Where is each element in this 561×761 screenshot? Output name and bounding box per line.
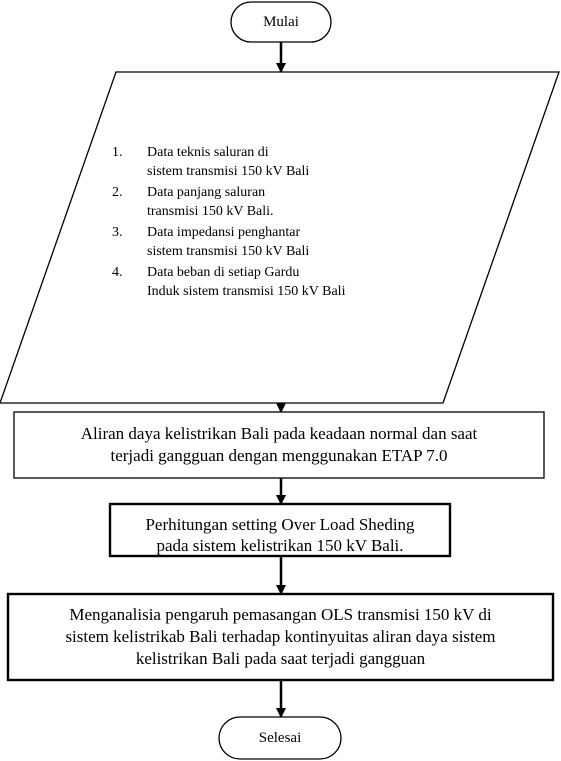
input-item-3: 3. Data impedansi penghantar sistem tran… (112, 224, 412, 261)
input-item-text: Data panjang saluran (147, 185, 266, 200)
process-analysis-label: Menganalisia pengaruh pemasangan OLS tra… (8, 604, 553, 670)
input-item-number: 3. (112, 225, 123, 240)
input-item-number: 2. (112, 185, 123, 200)
process-text-line: terjadi gangguan dengan menggunakan ETAP… (110, 446, 448, 465)
input-item-1: 1. Data teknis saluran di sistem transmi… (112, 144, 412, 181)
input-item-4: 4. Data beban di setiap Gardu Induk sist… (112, 264, 412, 301)
input-item-text: Data beban di setiap Gardu (147, 265, 300, 280)
input-item-text: Data teknis saluran di (147, 145, 269, 160)
input-item-text: Induk sistem transmisi 150 kV Bali (147, 283, 346, 299)
process-text-line: Menganalisia pengaruh pemasangan OLS tra… (69, 605, 492, 624)
process-ols-setting-box (108, 502, 452, 558)
input-item-text: sistem transmisi 150 kV Bali (147, 243, 310, 259)
input-data-parallelogram (0, 71, 560, 404)
process-text-line: sistem kelistrikab Bali terhadap kontiny… (65, 627, 496, 646)
process-text-line: kelistrikan Bali pada saat terjadi gangg… (135, 649, 426, 668)
end-label: Selesai (258, 730, 302, 746)
process-load-flow-label: Aliran daya kelistrikan Bali pada keadaa… (14, 423, 544, 467)
start-label: Mulai (263, 14, 299, 30)
end-terminal (218, 716, 342, 760)
input-item-text: Data impedansi penghantar (147, 225, 301, 240)
input-item-text: transmisi 150 kV Bali. (147, 203, 274, 219)
process-text-line: pada sistem kelistrikan 150 kV Bali. (156, 536, 404, 555)
input-item-number: 1. (112, 145, 123, 160)
input-data-list: 1. Data teknis saluran di sistem transmi… (112, 144, 412, 304)
input-item-text: sistem transmisi 150 kV Bali (147, 163, 310, 179)
process-load-flow-box (13, 411, 545, 479)
process-analysis-box (6, 592, 555, 682)
process-text-line: Perhitungan setting Over Load Sheding (145, 515, 415, 534)
process-ols-setting-label: Perhitungan setting Over Load Sheding pa… (110, 514, 450, 555)
process-text-line: Aliran daya kelistrikan Bali pada keadaa… (80, 424, 478, 443)
input-item-number: 4. (112, 265, 123, 280)
input-item-2: 2. Data panjang saluran transmisi 150 kV… (112, 184, 412, 221)
